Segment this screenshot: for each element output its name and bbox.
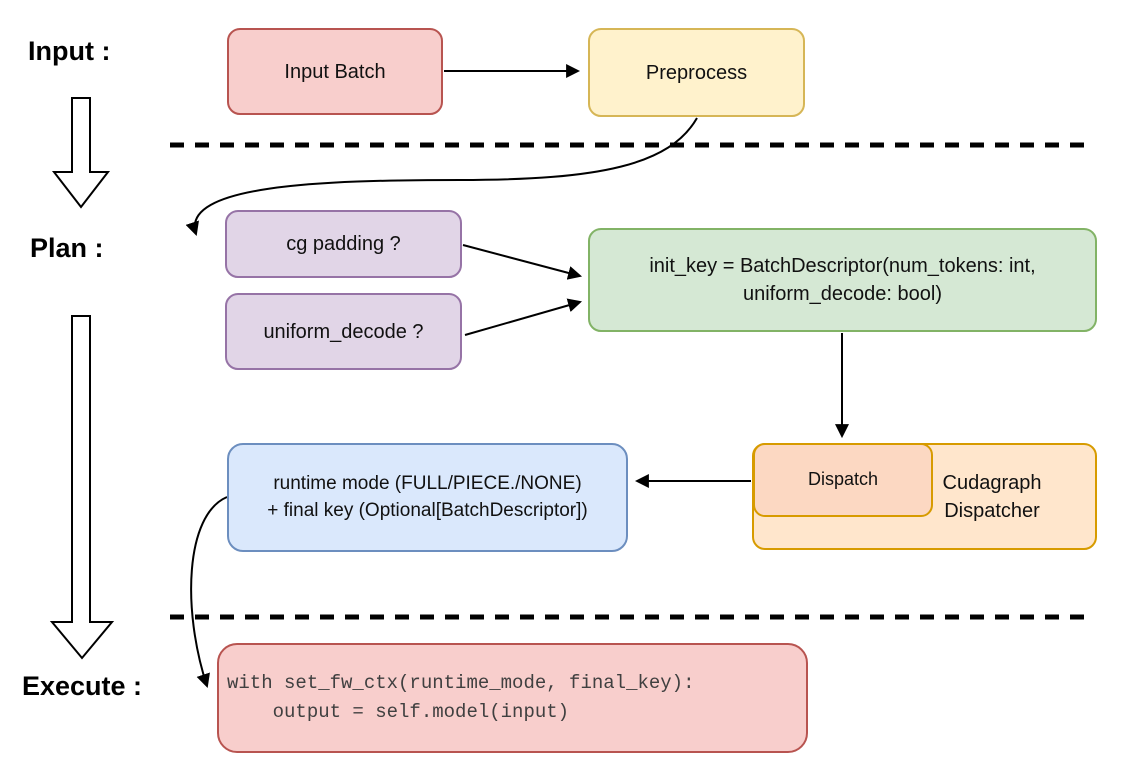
node-runtime-mode-line2: + final key (Optional[BatchDescriptor])	[267, 499, 588, 521]
node-dispatch-label: Dispatch	[807, 469, 879, 490]
node-init-key-line1: init_key = BatchDescriptor(num_tokens: i…	[649, 255, 1036, 277]
stage-down-arrow-icon-plan-to-execute	[49, 315, 115, 660]
node-runtime-mode-line1: runtime mode (FULL/PIECE./NONE)	[273, 472, 582, 494]
arrow-uniform-decode-to-init-key	[464, 298, 583, 336]
node-runtime-mode: runtime mode (FULL/PIECE./NONE) + final …	[227, 443, 628, 552]
arrow-cg-padding-to-init-key	[462, 244, 583, 280]
node-input-batch-label: Input Batch	[284, 60, 386, 83]
node-input-batch: Input Batch	[227, 28, 443, 115]
execute-code-line1: with set_fw_ctx(runtime_mode, final_key)…	[227, 671, 695, 694]
node-dispatch: Dispatch	[753, 443, 933, 517]
arrow-runtime-mode-to-execute-code	[190, 496, 228, 688]
execute-code-line2: output = self.model(input)	[227, 701, 570, 723]
node-cg-padding: cg padding ?	[225, 210, 462, 278]
node-preprocess-label: Preprocess	[645, 61, 748, 84]
node-cudagraph-dispatcher-label: Cudagraph Dispatcher	[942, 471, 1042, 522]
node-uniform-decode: uniform_decode ?	[225, 293, 462, 370]
node-cg-padding-label: cg padding ?	[286, 233, 401, 255]
arrow-preprocess-to-plan-phase	[185, 117, 698, 236]
node-init-key-line2: uniform_decode: bool)	[742, 283, 942, 305]
node-init-key: init_key = BatchDescriptor(num_tokens: i…	[588, 228, 1097, 332]
stage-down-arrow-icon-input-to-plan	[51, 97, 111, 209]
node-uniform-decode-label: uniform_decode ?	[263, 320, 424, 343]
node-preprocess: Preprocess	[588, 28, 805, 117]
stage-label-input: Input :	[28, 36, 111, 66]
stage-label-execute: Execute :	[22, 671, 143, 701]
node-execute-code: with set_fw_ctx(runtime_mode, final_key)…	[217, 643, 808, 753]
stage-label-plan: Plan :	[30, 233, 104, 263]
